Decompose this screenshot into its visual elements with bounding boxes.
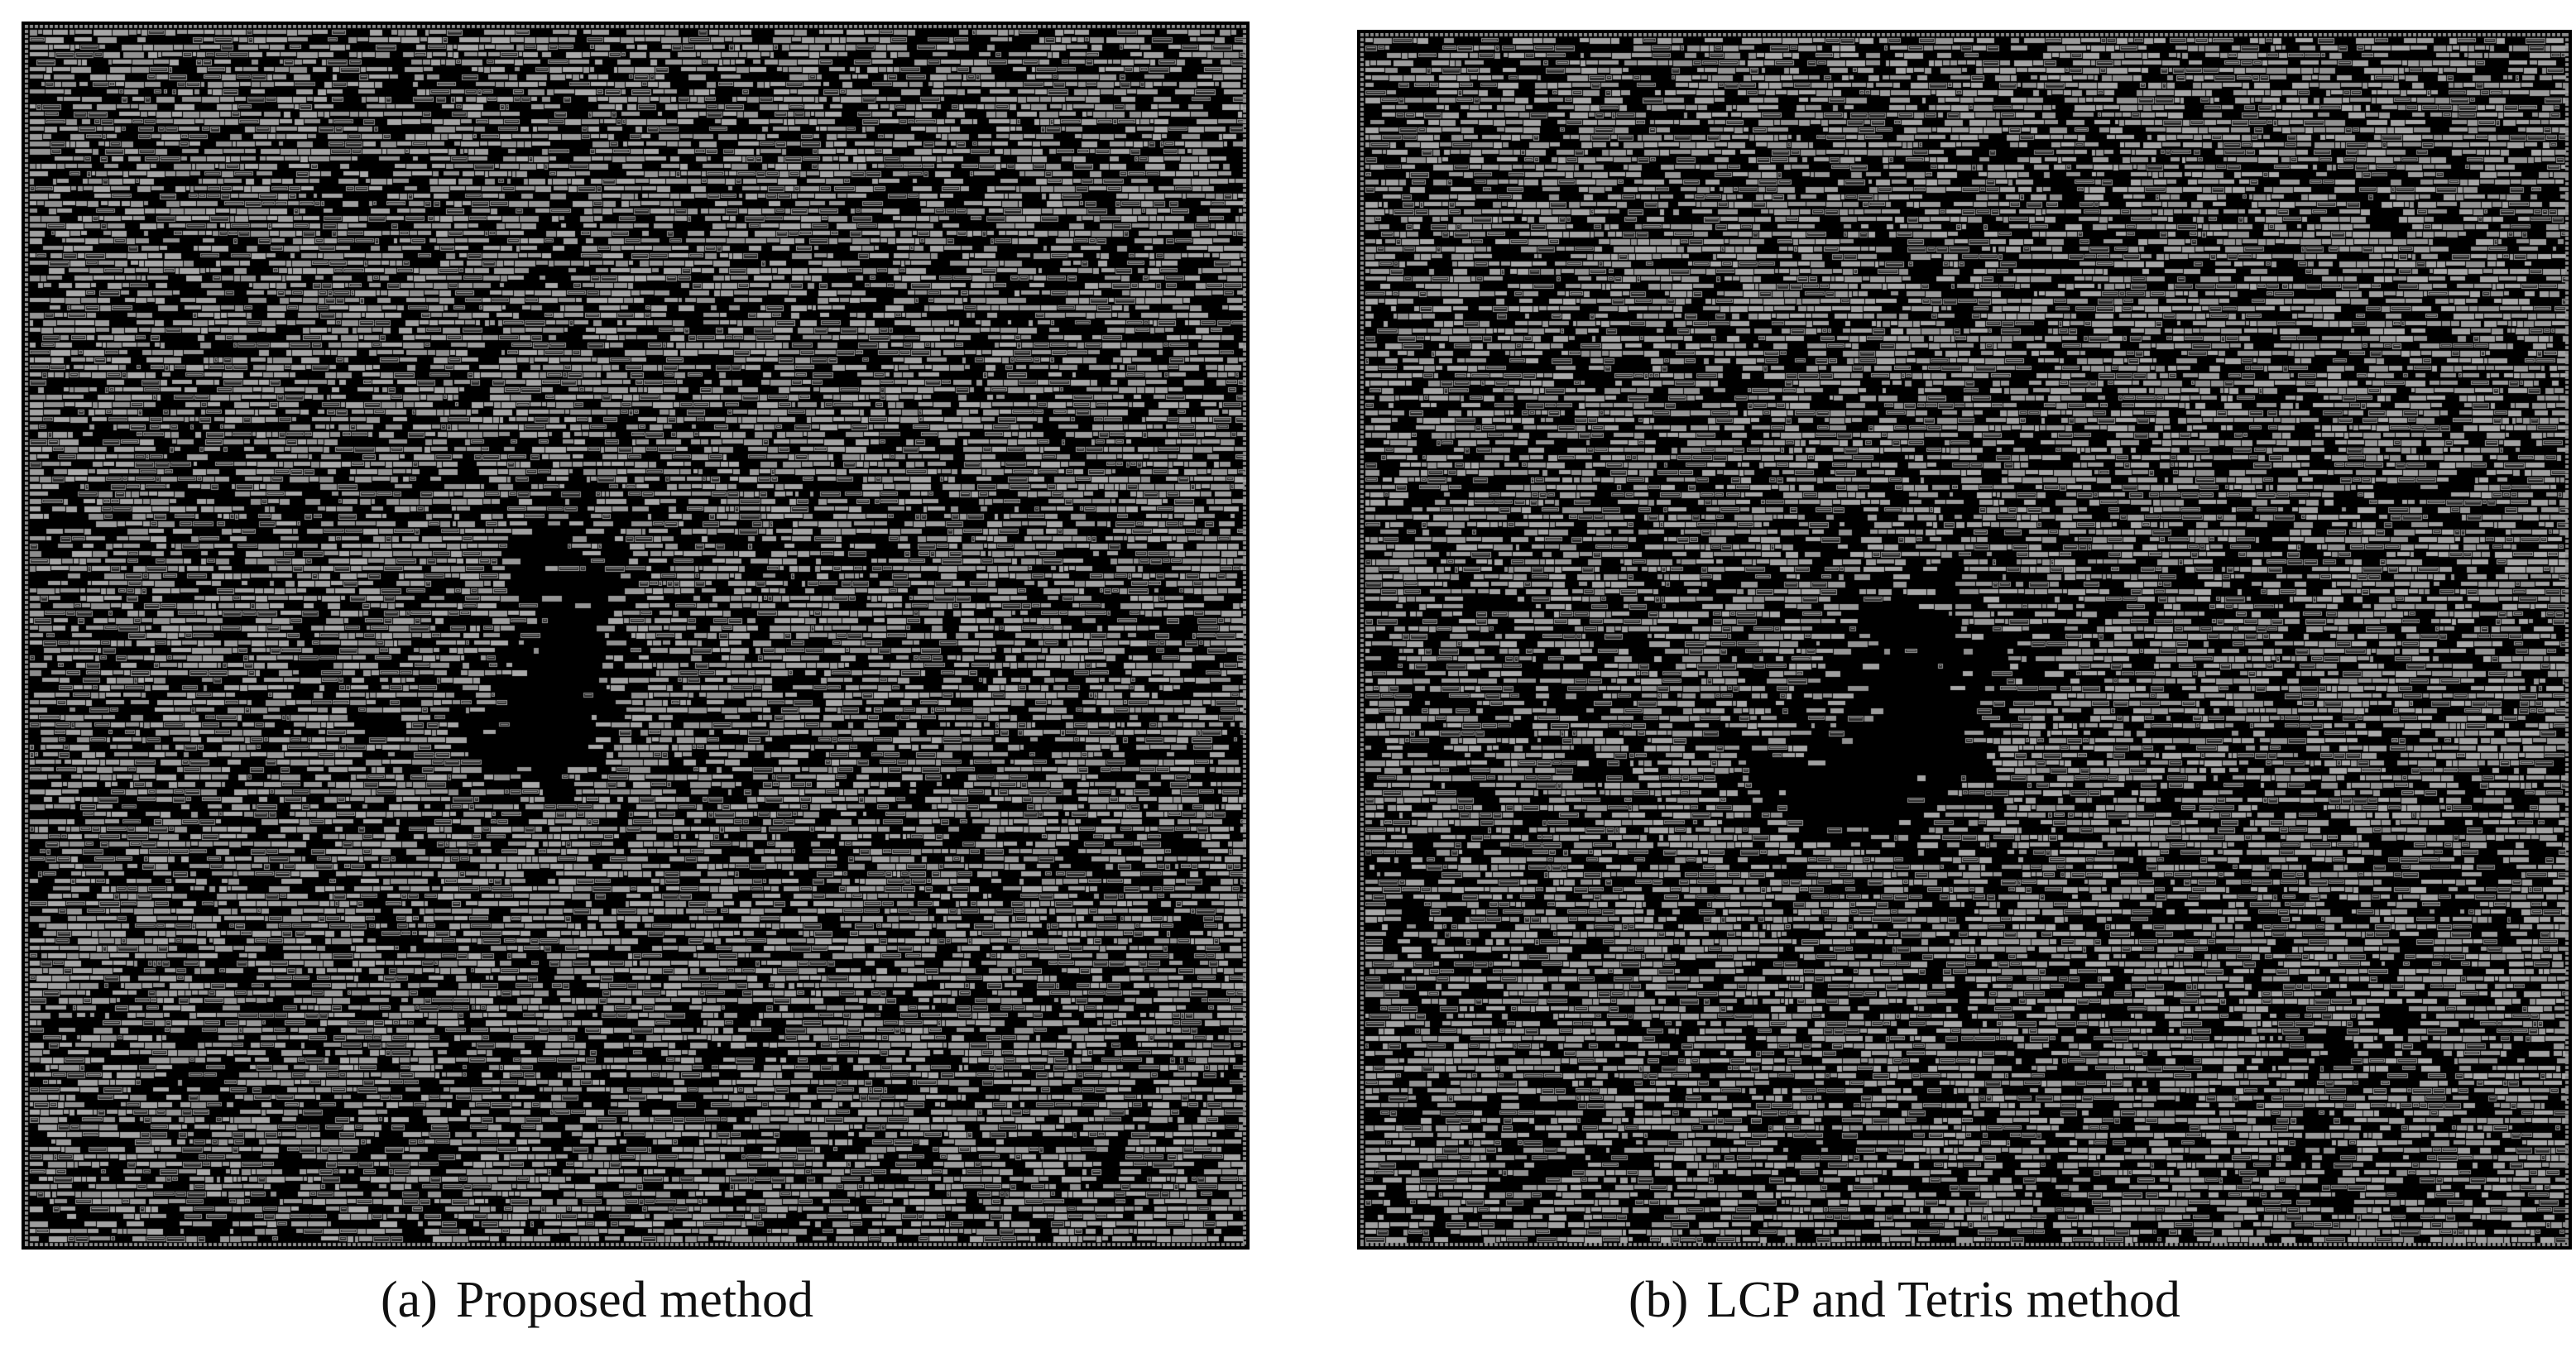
caption-label: (a) — [381, 1272, 438, 1328]
caption-a: (a) Proposed method — [381, 1271, 813, 1329]
placement-pattern-canvas — [1360, 33, 2569, 1246]
layout-image-lcp-tetris — [1357, 30, 2572, 1250]
panel-b: (b) LCP and Tetris method — [1288, 0, 2576, 1348]
layout-image-proposed — [22, 22, 1250, 1250]
caption-text: Proposed method — [455, 1272, 814, 1328]
caption-b: (b) LCP and Tetris method — [1629, 1271, 2180, 1329]
placement-pattern-canvas — [25, 25, 1246, 1246]
panel-a: (a) Proposed method — [22, 22, 1250, 1329]
caption-label: (b) — [1629, 1272, 1689, 1328]
caption-text: LCP and Tetris method — [1706, 1272, 2180, 1328]
